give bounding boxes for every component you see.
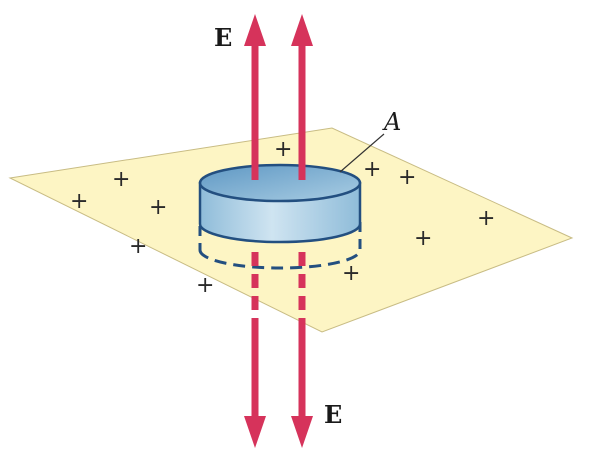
- field-arrowhead-left-down: [244, 416, 266, 448]
- charge-plus-10: +: [414, 226, 432, 251]
- field-arrowhead-left-up: [244, 14, 266, 46]
- area-leader-line: [339, 133, 385, 173]
- charge-plus-3: +: [149, 195, 167, 220]
- charge-plus-5: +: [196, 273, 214, 298]
- field-arrowhead-right-up: [291, 14, 313, 46]
- charge-plus-6: +: [274, 137, 292, 162]
- charge-plus-2: +: [70, 189, 88, 214]
- charge-plus-8: +: [398, 165, 416, 190]
- charge-plus-9: +: [477, 206, 495, 231]
- charge-plus-11: +: [342, 261, 360, 286]
- cylinder-bottom-dashed-rim: [198, 249, 362, 270]
- field-label-bottom: E: [324, 400, 342, 429]
- charge-plus-7: +: [363, 157, 381, 182]
- field-label-top: E: [214, 23, 232, 52]
- cylinder-top-face: [198, 163, 362, 203]
- charge-plus-4: +: [129, 234, 147, 259]
- field-arrowhead-right-down: [291, 416, 313, 448]
- area-label: A: [382, 108, 401, 136]
- charge-plus-1: +: [112, 167, 130, 192]
